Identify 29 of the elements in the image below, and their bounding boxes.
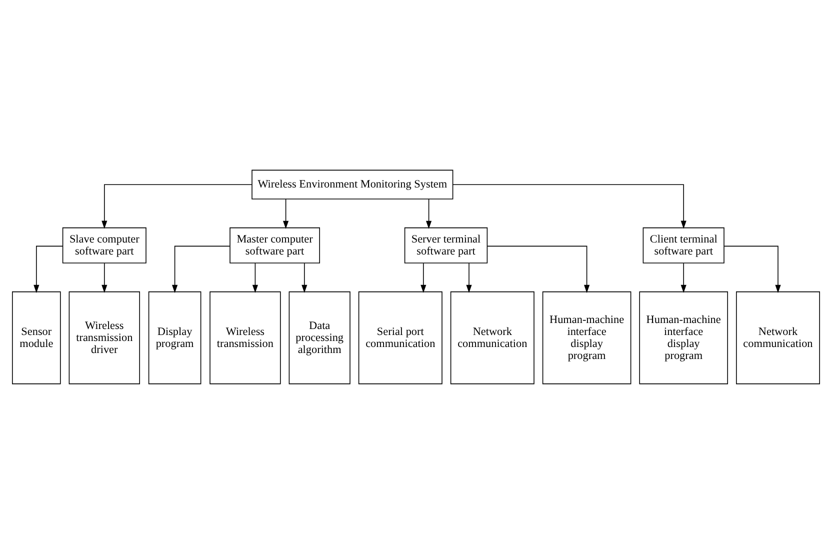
arrow [420,262,426,293]
node-box: Data processing algorithm [288,291,350,384]
node-box: Display program [148,291,202,384]
node-box: Serial port communication [358,291,442,384]
arrow [34,246,63,293]
node-box: Sensor module [12,291,61,384]
arrow [724,246,781,293]
node-box: Wireless Environment Monitoring System [252,170,454,200]
node-box: Client terminal software part [642,227,724,264]
arrow [102,184,252,229]
node-box: Network communication [450,291,534,384]
node-box: Slave computer software part [62,227,146,264]
arrow [283,198,289,229]
node-box: Wireless transmission [210,291,281,384]
node-box: Server terminal software part [404,227,488,264]
node-box: Master computer software part [230,227,320,264]
arrow [302,262,308,293]
node-box: Human-machine interface display program [542,291,632,384]
arrow [680,262,686,293]
arrow [487,246,590,293]
arrow [466,262,472,293]
node-box: Wireless transmission driver [68,291,140,384]
arrow [252,262,258,293]
node-box: Network communication [736,291,820,384]
arrow [452,184,686,229]
arrow [172,246,230,293]
arrow [426,198,432,229]
arrow [102,262,108,293]
node-box: Human-machine interface display program [639,291,728,384]
